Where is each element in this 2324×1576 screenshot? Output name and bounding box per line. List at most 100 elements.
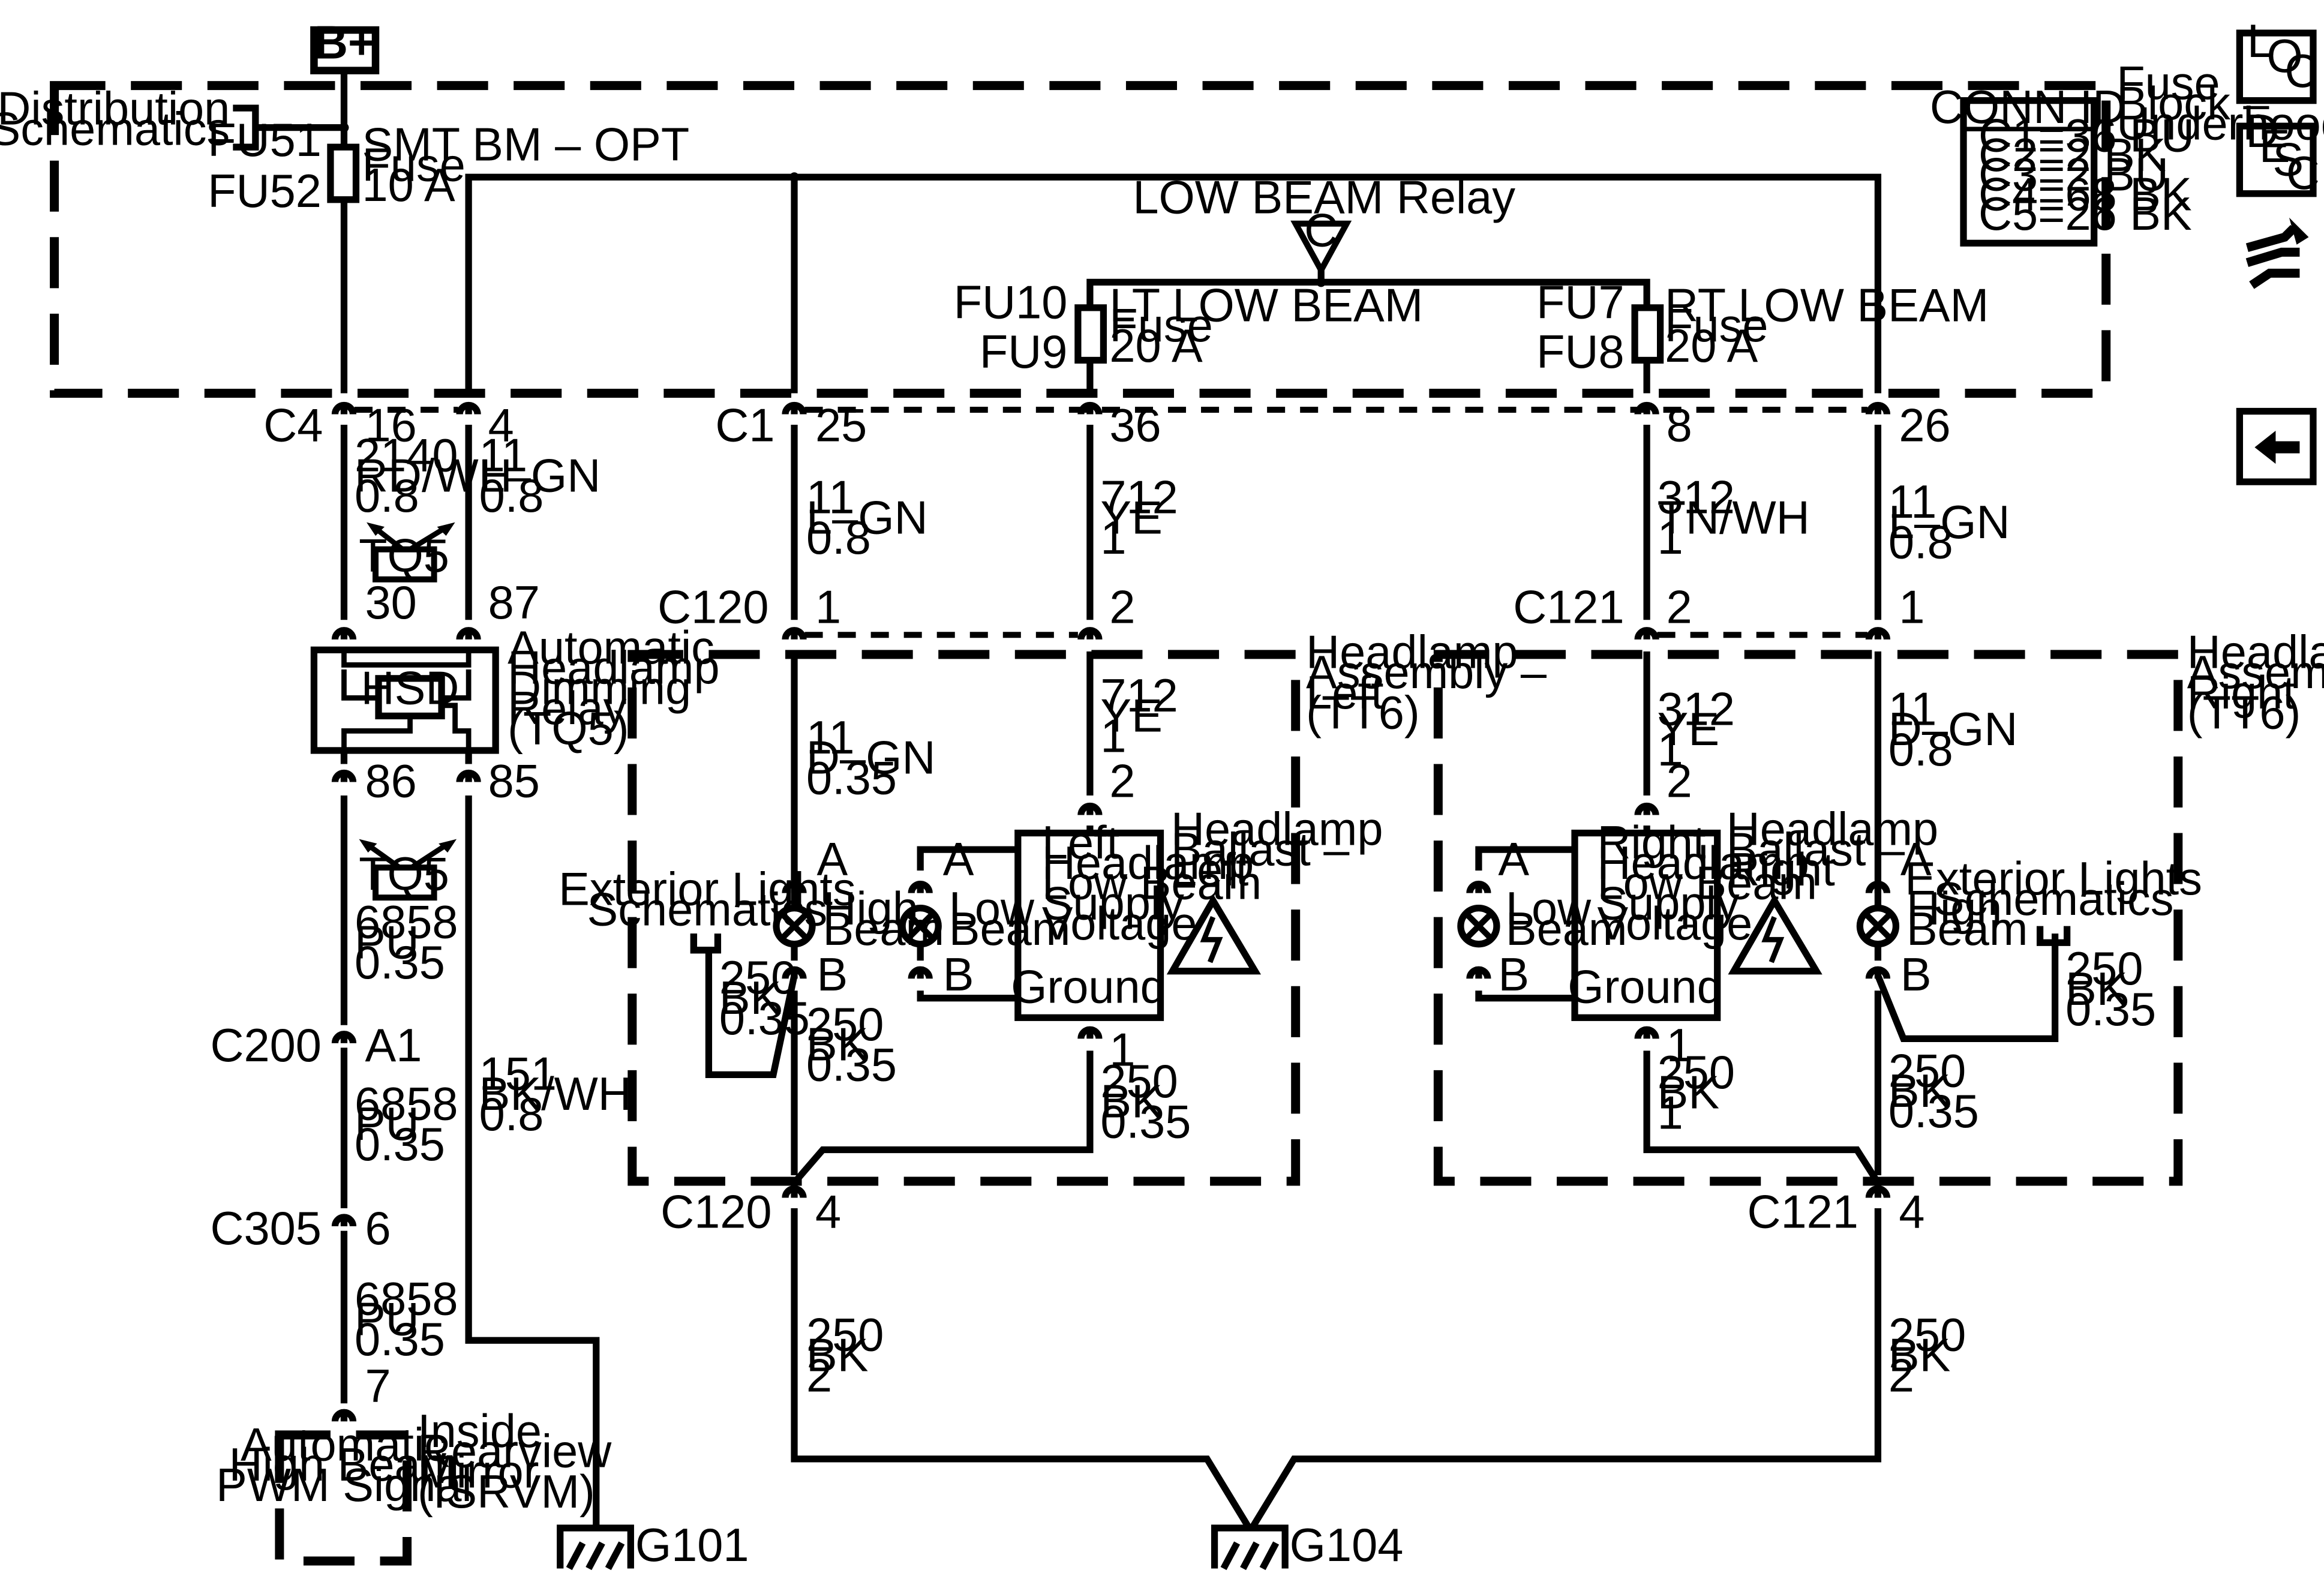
tq5-tag-label: TQ5 <box>359 530 449 582</box>
ballast-right-label: Right <box>1727 844 1835 896</box>
dimming-relay-label: Relay <box>508 683 626 734</box>
isrvm-label: Inside <box>418 1406 542 1457</box>
low-beam-label-right: Beam <box>1506 903 1628 955</box>
wire-label: 0.8 <box>355 470 419 522</box>
ballast-left-text: Supply <box>1042 878 1184 929</box>
isrvm-label: Rearview <box>418 1426 612 1478</box>
low-beam-relay-title: LOW BEAM Relay <box>1133 172 1515 223</box>
ballast-right-text: Headlamp <box>1598 837 1809 889</box>
tq5-tag-lower <box>359 839 457 901</box>
ballast-left-label: Headlamp <box>1171 804 1383 855</box>
relay-pin-number: 85 <box>488 756 540 807</box>
conn-id-row: C2=2 BK <box>1978 130 2166 181</box>
lamp-pin-label: A <box>943 834 974 885</box>
ballast-ground-label: Ground <box>1568 961 1723 1013</box>
wire-label: YE <box>1658 704 1719 755</box>
high-beam-label-left: High <box>823 883 919 935</box>
low-beam-label-right: Low <box>1506 883 1592 935</box>
wire-label: TN/WH <box>1658 492 1810 544</box>
isrvm-box-text: Automatic <box>241 1419 448 1470</box>
hsd-label: HSD <box>361 662 460 714</box>
wire-label: 1 <box>1658 1087 1683 1139</box>
relay-pin-number: 87 <box>488 577 540 629</box>
ballast-right-box <box>1571 829 1721 1021</box>
wire-label: L–GN <box>806 492 928 544</box>
connector-name: C121 <box>1513 581 1624 633</box>
connector-name: C120 <box>660 1187 771 1238</box>
ballast-right-text: Voltage <box>1598 898 1753 950</box>
ballast-left-text: Headlamp <box>1042 837 1254 889</box>
fuse-block-boundary <box>50 81 2111 398</box>
wire-label: 11 <box>806 472 855 524</box>
wire-label: 250 <box>1658 1047 1735 1098</box>
wire-label: 0.35 <box>806 753 897 804</box>
connector-name: C4 <box>263 400 323 452</box>
connector-pin-number: 25 <box>815 400 867 452</box>
wire-label: 0.8 <box>1888 724 1953 776</box>
ground-g101-symbol <box>557 1524 634 1571</box>
wire-label: 11 <box>806 712 855 764</box>
lamp-pin-label: A <box>1498 834 1529 885</box>
desc-button[interactable]: D E S C <box>2236 106 2320 199</box>
wire-label: 1 <box>1100 512 1126 564</box>
ground-g101-label: G101 <box>635 1520 749 1571</box>
connector-pin-number: 16 <box>365 400 416 452</box>
fuse-pin-label: FU8 <box>1536 326 1625 378</box>
back-arrow-button[interactable] <box>2236 407 2317 485</box>
wire-label: 250 <box>719 952 797 1004</box>
connector-name: C1 <box>715 400 774 452</box>
wire-label: 250 <box>806 999 884 1050</box>
wire-label: 0.8 <box>1888 517 1953 569</box>
high-beam-label-left: Beam <box>823 903 945 955</box>
loc-button[interactable]: L O C <box>2236 16 2318 104</box>
lamp-pin-label: B <box>943 949 974 1001</box>
conn-id-row: C1=36 BU <box>1978 110 2194 162</box>
wire-label: 6858 <box>355 1078 458 1130</box>
connector-pin-number: 4 <box>488 400 514 452</box>
headlamp-right-label: Right <box>2187 667 2296 719</box>
fuse-rt-low-beam-label: Fuse <box>1665 300 1768 352</box>
headlamp-left-boundary <box>627 650 1301 1186</box>
wire-label: 0.8 <box>479 1089 544 1140</box>
connector-pin-number: 7 <box>365 1361 391 1412</box>
lamp-pin-label: B <box>1498 949 1529 1001</box>
conn-id-title: CONN ID <box>1930 82 2126 133</box>
ground-g104-label: G104 <box>1290 1520 1404 1571</box>
connector-tool-icon[interactable] <box>2245 217 2309 289</box>
connector-name: C121 <box>1747 1187 1858 1238</box>
fuse-smt-label: Fuse <box>362 139 465 191</box>
wire-label: 0.35 <box>719 993 810 1044</box>
isrvm-label: (ISRVM) <box>418 1466 595 1518</box>
wire-label: 0.35 <box>355 937 445 989</box>
high-beam-lamp-right <box>1856 905 1900 948</box>
fuse-block-label: Fuse <box>2116 58 2220 109</box>
desc-letter: E <box>2259 121 2290 172</box>
dimming-relay-label: Dimming <box>508 662 691 714</box>
wire-label: PU <box>355 1293 419 1345</box>
fuse-lt-low-beam-label: 20 A <box>1109 320 1203 372</box>
high-beam-label-right: Beam <box>1906 903 2028 955</box>
wire-label: L–GN <box>479 450 601 502</box>
wire-label: 11 <box>1888 683 1937 735</box>
connector-pin-number: 2 <box>1109 581 1135 633</box>
fuse-smt-label: SMT BM – OPT <box>362 119 689 171</box>
wire-label: BK <box>1888 1065 1950 1117</box>
dimming-relay-label: Headlamp <box>508 643 719 694</box>
isrvm-box-text: High Beam <box>229 1439 460 1491</box>
lamp-pin-label: B <box>817 949 848 1001</box>
wire-label: 312 <box>1658 683 1735 735</box>
fuse-lt-low-beam <box>1074 304 1107 364</box>
ballast-right-label: Ballast – <box>1727 824 1905 875</box>
desc-letter: D <box>2245 106 2279 157</box>
ballast-left-box <box>1014 829 1164 1021</box>
wire-label: 11 <box>1888 476 1937 528</box>
b-plus-box <box>310 26 380 74</box>
back-arrow-icon <box>2254 431 2300 464</box>
conn-id-row: C5=26 BK <box>1978 188 2192 240</box>
connector-pin-number: 1 <box>815 581 841 633</box>
connector-pin-number: 4 <box>1899 1187 1924 1238</box>
headlamp-right-boundary <box>1433 650 2183 1186</box>
wire-label: 0.8 <box>806 512 871 564</box>
wire-label: 712 <box>1100 670 1178 722</box>
